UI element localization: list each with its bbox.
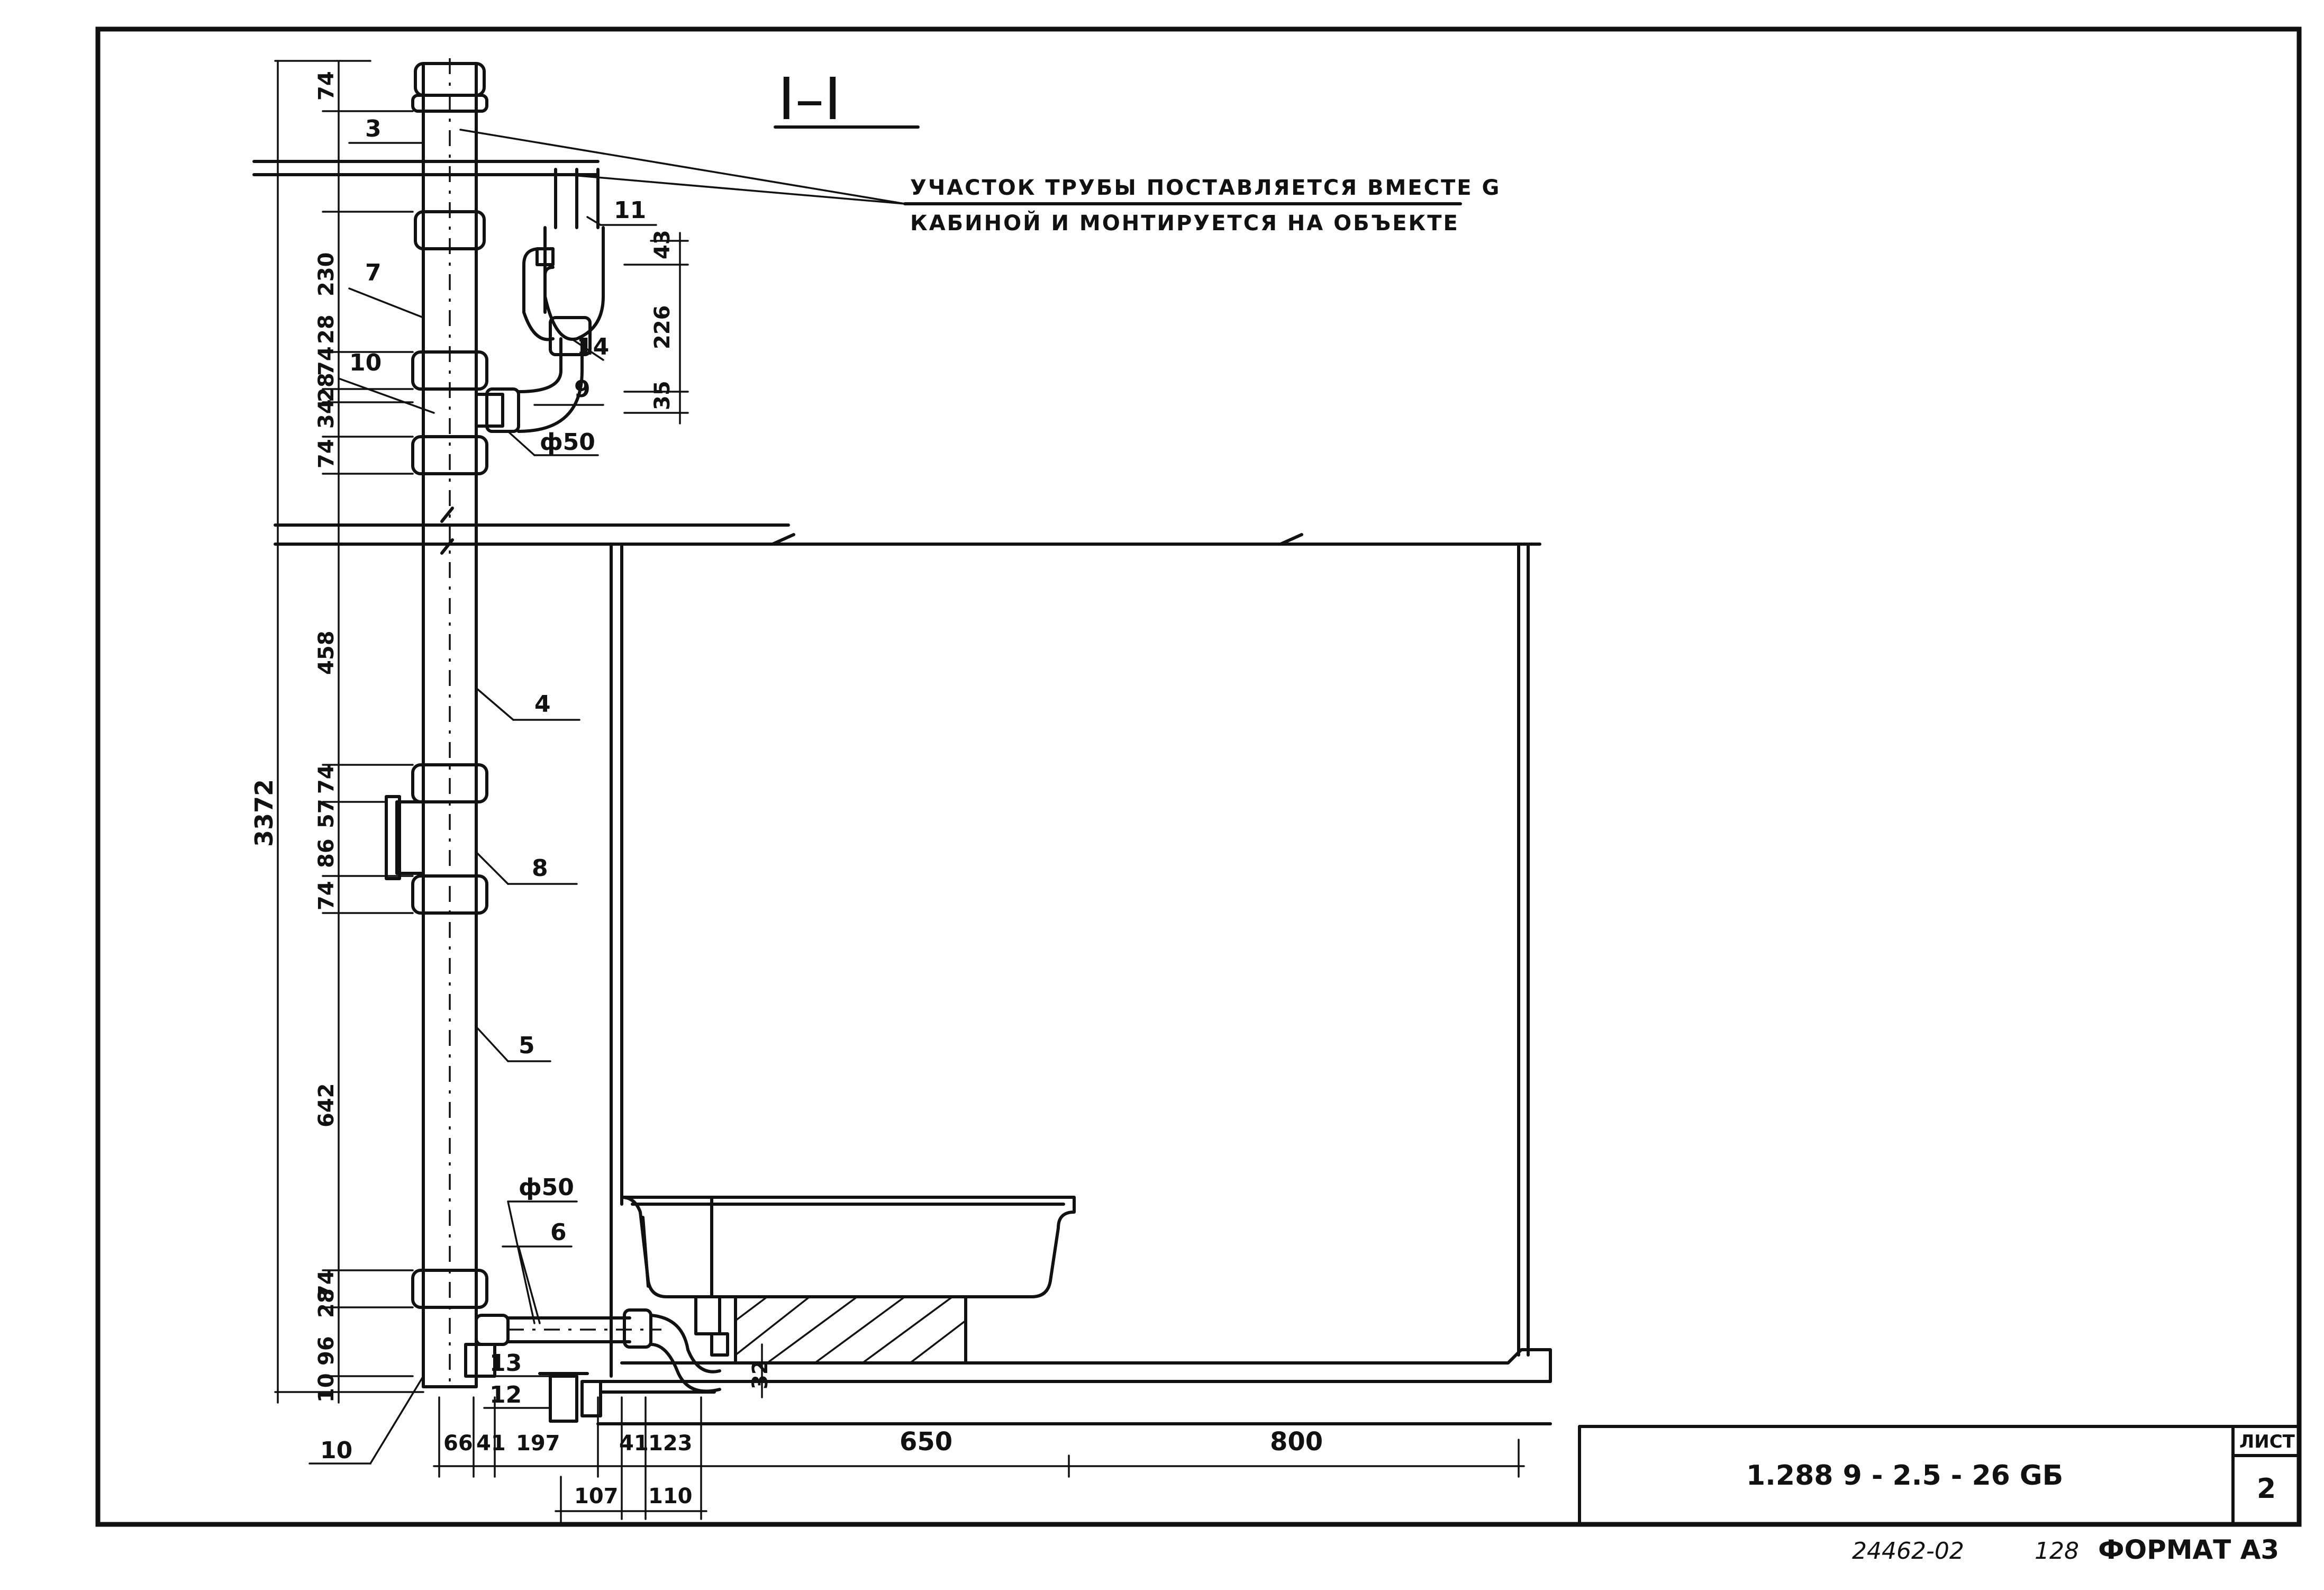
upper-branch-dimensions: 43 226 35 32 <box>623 230 774 1398</box>
callout-10-top: 10 <box>349 349 382 376</box>
lower-branch <box>464 1196 729 1423</box>
note-line-1: УЧАСТОК ТРУБЫ ПОСТАВЛЯЕТСЯ ВМЕСТЕ G <box>910 176 1501 200</box>
svg-text:74: 74 <box>314 439 339 468</box>
svg-text:197: 197 <box>516 1431 560 1456</box>
callout-12: 12 <box>489 1381 522 1408</box>
svg-text:35: 35 <box>650 381 675 410</box>
callout-13: 13 <box>489 1350 522 1377</box>
upper-floor-slab <box>252 160 600 176</box>
svg-text:57: 57 <box>314 799 339 828</box>
svg-text:458: 458 <box>314 631 339 675</box>
left-dimension-chain <box>274 60 424 1404</box>
stack-sockets <box>385 62 488 1309</box>
supply-note: УЧАСТОК ТРУБЫ ПОСТАВЛЯЕТСЯ ВМЕСТЕ G КАБИ… <box>459 129 1501 236</box>
svg-text:28: 28 <box>314 373 339 402</box>
callout-10-bottom: 10 <box>320 1437 352 1464</box>
cabin-enclosure <box>596 543 1552 1425</box>
svg-text:10: 10 <box>314 1373 339 1403</box>
svg-text:41: 41 <box>476 1431 506 1456</box>
callout-4: 4 <box>534 691 551 718</box>
callout-8: 8 <box>532 855 548 882</box>
svg-text:28: 28 <box>314 1288 339 1318</box>
callout-d50-bottom: ф50 <box>519 1174 574 1201</box>
callout-d50-top: ф50 <box>540 429 595 456</box>
callout-5: 5 <box>519 1032 535 1059</box>
callout-11: 11 <box>614 197 646 224</box>
callout-3: 3 <box>365 115 382 142</box>
left-dimension-values: 74 230 28 74 28 34 74 458 74 57 86 74 64… <box>250 71 339 1403</box>
svg-text:66: 66 <box>443 1431 473 1456</box>
svg-text:86: 86 <box>314 838 339 868</box>
callouts: 3 7 10 9 ф50 11 14 4 8 5 ф50 6 13 1 <box>308 115 657 1465</box>
sheet-label: ЛИСТ <box>2239 1431 2295 1452</box>
svg-text:96: 96 <box>314 1336 339 1366</box>
svg-text:650: 650 <box>900 1427 952 1457</box>
sheet-frame <box>95 26 2302 1527</box>
overall-height: 3372 <box>250 779 278 847</box>
title-block: 1.288 9 - 2.5 - 26 GБ ЛИСТ 2 <box>1578 1425 2301 1526</box>
svg-text:800: 800 <box>1270 1427 1323 1457</box>
bottom-dimension-chain: 66 41 197 41 123 650 800 107 110 <box>433 1396 1525 1523</box>
inventory-number: 24462-02 <box>1852 1538 1964 1565</box>
svg-text:74: 74 <box>314 1270 339 1299</box>
main-stack-pipe <box>422 58 478 1388</box>
svg-text:107: 107 <box>574 1484 619 1508</box>
callout-9: 9 <box>574 376 591 403</box>
bathtub <box>620 1196 1076 1365</box>
svg-text:230: 230 <box>314 252 339 297</box>
format-label: ФОРМАТ А3 <box>2098 1534 2279 1565</box>
svg-text:110: 110 <box>648 1484 693 1508</box>
note-line-2: КАБИНОЙ И МОНТИРУЕТСЯ НА ОБЪЕКТЕ <box>910 210 1459 236</box>
svg-text:123: 123 <box>648 1431 693 1456</box>
svg-text:74: 74 <box>314 881 339 910</box>
svg-text:43: 43 <box>650 230 675 259</box>
svg-text:74: 74 <box>314 71 339 101</box>
svg-text:74: 74 <box>314 764 339 794</box>
sheet-number: 2 <box>2257 1473 2276 1505</box>
callout-14: 14 <box>577 333 609 360</box>
svg-text:226: 226 <box>650 305 675 350</box>
svg-text:74: 74 <box>314 346 339 376</box>
page-number: 128 <box>2035 1538 2079 1565</box>
callout-6: 6 <box>550 1219 567 1246</box>
callout-7: 7 <box>365 259 382 286</box>
svg-text:32: 32 <box>748 1360 773 1389</box>
upper-branch <box>475 168 605 433</box>
svg-text:34: 34 <box>314 399 339 429</box>
section-title: I–I <box>778 65 841 133</box>
svg-text:642: 642 <box>314 1083 339 1128</box>
svg-text:41: 41 <box>619 1431 649 1456</box>
doc-code: 1.288 9 - 2.5 - 26 GБ <box>1746 1460 2063 1492</box>
middle-floor-slab <box>274 507 1541 555</box>
svg-text:28: 28 <box>314 314 339 344</box>
